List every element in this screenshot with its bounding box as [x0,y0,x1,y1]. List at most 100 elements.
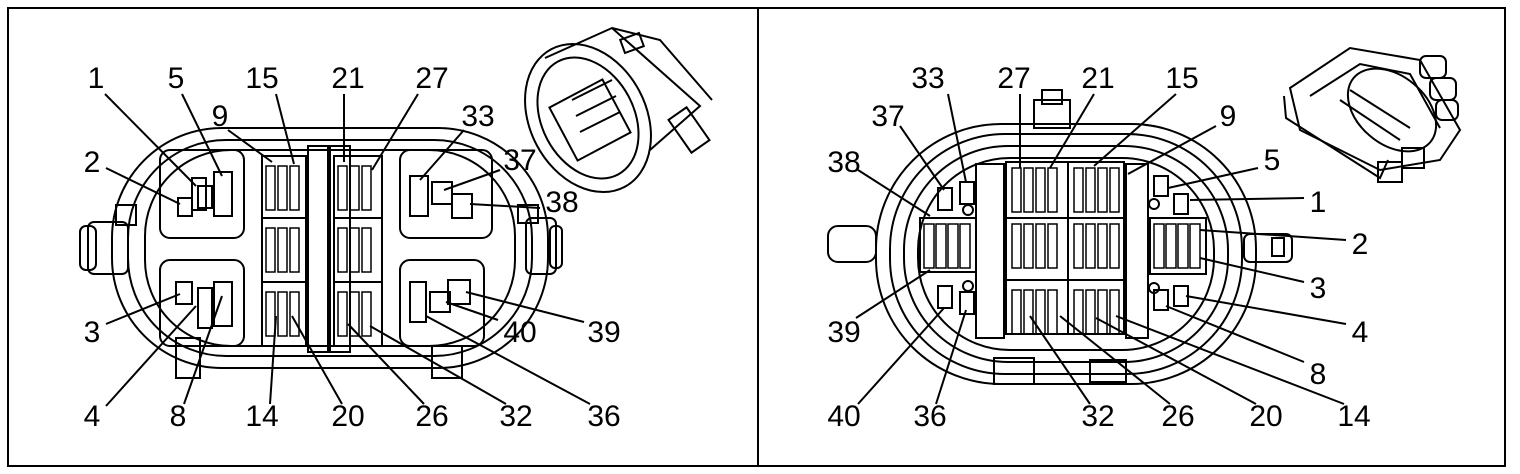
right-pin-label: 40 [827,400,860,433]
right-terminal-cavity [1097,223,1108,269]
right-terminal-cavity [1109,223,1120,269]
right-leader-line [1167,167,1259,189]
left-terminal-cavity [337,291,348,337]
left-leader-line [419,129,465,181]
right-leader-line [1199,229,1347,241]
left-terminal-cavity [289,165,300,211]
left-center-pins [265,165,372,337]
left-pin-label: 20 [331,400,364,433]
right-terminal-cavity [1177,223,1189,269]
left-pin-label: 37 [503,144,536,177]
right-leader-line [1029,315,1091,405]
right-pin-label: 15 [1165,62,1198,95]
right-leader-line [1199,257,1305,283]
left-terminal-cavity [289,291,300,337]
left-pin-label: 14 [245,400,278,433]
right-pin-label: 38 [827,146,860,179]
right-terminal-cavity [1035,223,1046,269]
left-pin-label: 15 [245,62,278,95]
right-terminal-cavity [1035,289,1046,335]
left-terminal-cavity [361,227,372,273]
right-terminal-cavity [1023,223,1034,269]
left-pin-label: 8 [170,400,187,433]
right-leader-line [935,309,967,405]
left-terminal-cavity [265,165,276,211]
right-pin-label: 9 [1220,100,1237,133]
right-pin-label: 5 [1264,144,1281,177]
left-leader-line [465,291,585,323]
left-terminal-cavity [337,227,348,273]
left-leader-line [369,325,507,405]
left-leader-line [183,295,223,405]
right-terminal-cavity [1097,289,1108,335]
right-pin-label: 32 [1081,400,1114,433]
right-leader-line [855,269,931,319]
left-terminal-cavity [349,165,360,211]
right-pin-label: 27 [997,62,1030,95]
right-terminal-cavity [1109,167,1120,213]
right-terminal-cavity [1165,223,1177,269]
right-terminal-cavity [1035,167,1046,213]
left-leader-line [105,293,181,325]
left-leader-line [275,93,295,165]
left-terminal-cavity [265,227,276,273]
right-terminal-cavity [1011,289,1022,335]
left-leader-line [443,169,501,191]
right-leader-lines [855,93,1347,405]
right-terminal-cavity [1073,223,1084,269]
left-leader-lines [104,93,591,407]
right-pin-label: 39 [827,316,860,349]
right-terminal-cavity [1073,289,1084,335]
right-terminal-cavity [1023,167,1034,213]
right-terminal-cavity [1085,289,1096,335]
right-leader-line [1185,295,1347,325]
left-terminal-cavity [289,227,300,273]
left-pin-label: 9 [212,100,229,133]
left-pin-label: 40 [503,316,536,349]
left-terminal-cavity [349,227,360,273]
right-terminal-cavity [947,223,959,269]
right-pin-label: 36 [913,400,946,433]
left-leader-line [291,315,343,405]
left-pin-label: 36 [587,400,620,433]
right-terminal-cavity [1073,167,1084,213]
left-terminal-cavity [277,291,288,337]
right-terminal-cavity [1011,167,1022,213]
left-pin-label: 27 [415,62,448,95]
left-pin-label: 39 [587,316,620,349]
right-terminal-cavity [1153,223,1165,269]
right-pin-label: 20 [1249,400,1282,433]
right-terminal-cavity [1097,167,1108,213]
left-leader-line [181,93,223,177]
right-leader-line [947,93,967,183]
right-connector [827,89,1293,385]
right-leader-line [1165,305,1305,363]
right-pin-label: 4 [1352,316,1369,349]
right-pin-label: 26 [1161,400,1194,433]
left-leader-line [105,167,181,205]
right-leader-line [899,125,945,191]
right-pin-label: 33 [911,62,944,95]
right-leader-line [1095,317,1257,405]
left-pin-label: 4 [84,400,101,433]
right-center-pins [923,167,1201,335]
right-leader-line [1049,93,1095,169]
right-terminal-cavity [1047,223,1058,269]
right-leader-line [857,169,931,217]
left-pin-label: 33 [461,100,494,133]
left-pin-label: 3 [84,316,101,349]
right-terminal-cavity [1047,167,1058,213]
left-pin-label: 26 [415,400,448,433]
right-pin-label: 8 [1310,358,1327,391]
left-pin-label: 21 [331,62,364,95]
right-terminal-cavity [1109,289,1120,335]
left-terminal-cavity [277,227,288,273]
left-terminal-cavity [349,291,360,337]
right-terminal-cavity [935,223,947,269]
right-terminal-cavity [959,223,971,269]
left-inset-connector [524,26,713,194]
left-terminal-cavity [361,165,372,211]
right-pin-label: 3 [1310,272,1327,305]
